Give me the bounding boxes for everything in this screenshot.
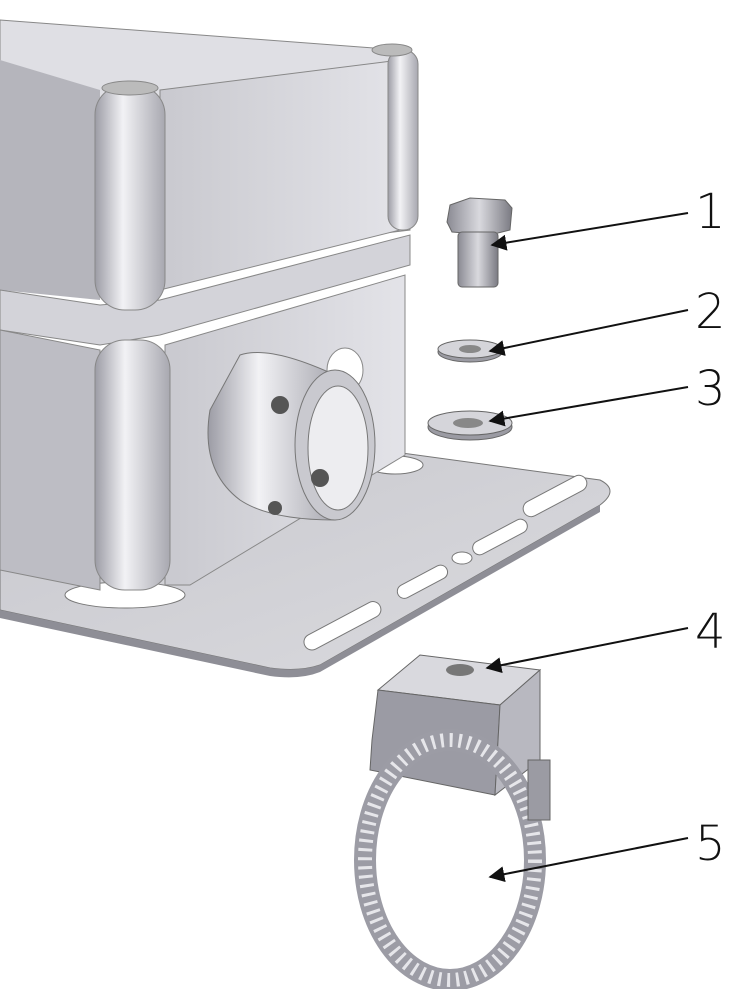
cable-gland — [207, 347, 376, 521]
callout-lines — [485, 212, 689, 883]
large-washer[interactable] — [427, 410, 513, 441]
leader-line-1 — [490, 212, 689, 251]
hose-clamp[interactable] — [354, 729, 551, 989]
callout-number-4: 4 — [695, 604, 726, 660]
leader-line-3 — [488, 386, 689, 427]
small-washer[interactable] — [437, 339, 503, 363]
callout-number-3: 3 — [695, 361, 726, 417]
leader-line-2 — [488, 309, 689, 356]
callout-number-5: 5 — [695, 816, 726, 872]
leader-line-5 — [488, 837, 689, 883]
callout-number-2: 2 — [695, 284, 726, 340]
leader-line-4 — [485, 627, 689, 674]
callout-number-1: 1 — [695, 184, 726, 240]
bolt[interactable] — [446, 197, 513, 288]
